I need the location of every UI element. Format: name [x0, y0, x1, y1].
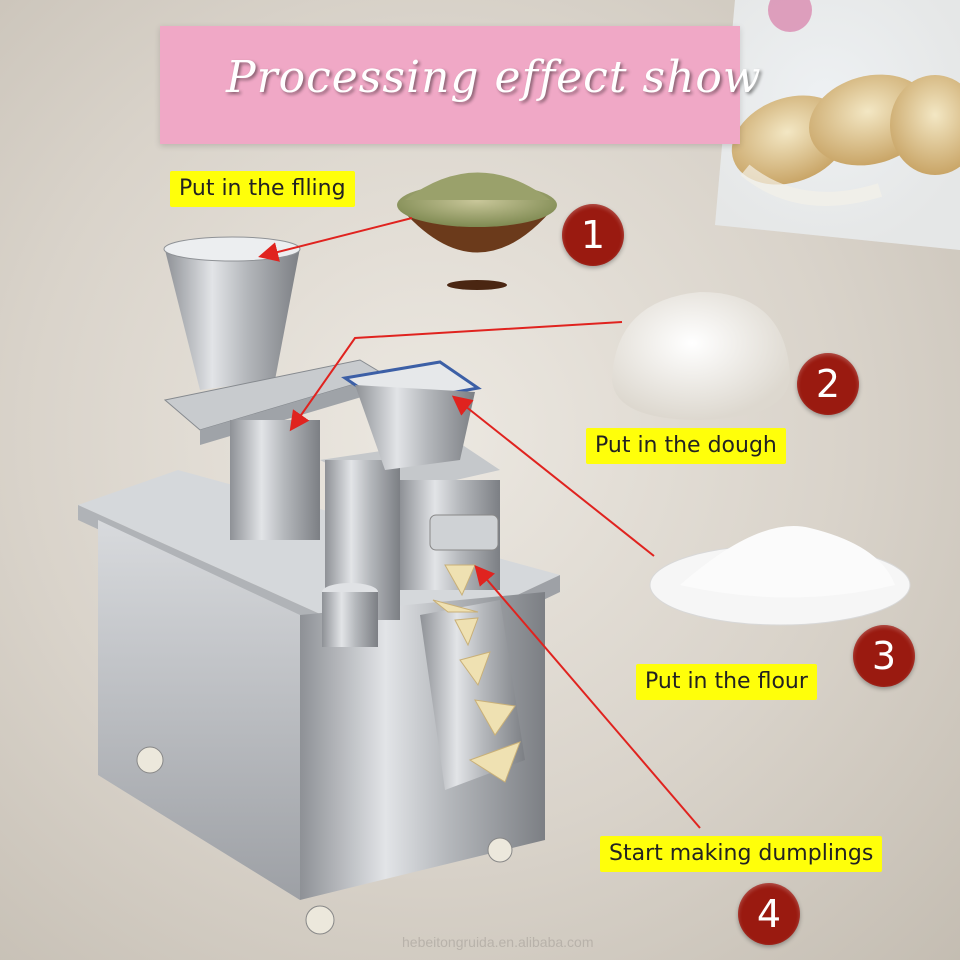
step-3-label: Put in the flour: [636, 664, 817, 700]
step-2-label: Put in the dough: [586, 428, 786, 464]
title-banner: [160, 26, 740, 144]
dough-ball: [612, 292, 790, 420]
arrow-dough: [289, 321, 623, 432]
arrow-dumplings: [474, 564, 701, 829]
step-3-badge: 3: [853, 625, 915, 687]
banner-title: Processing effect show: [226, 52, 762, 103]
step-2-badge: 2: [797, 353, 859, 415]
fried-dumplings-photo: [715, 0, 960, 250]
arrows: [258, 217, 701, 829]
watermark: hebeitongruida.en.alibaba.com: [402, 934, 594, 950]
arrow-flour: [451, 395, 655, 557]
arrow-filling: [258, 217, 413, 262]
filling-bowl: [397, 172, 557, 290]
step-4-label: Start making dumplings: [600, 836, 883, 872]
step-1-badge: 1: [562, 204, 624, 266]
flour-plate: [649, 525, 911, 626]
dumpling-machine: [78, 236, 560, 935]
step-4-badge: 4: [738, 883, 800, 945]
step-1-label: Put in the flling: [170, 171, 355, 207]
